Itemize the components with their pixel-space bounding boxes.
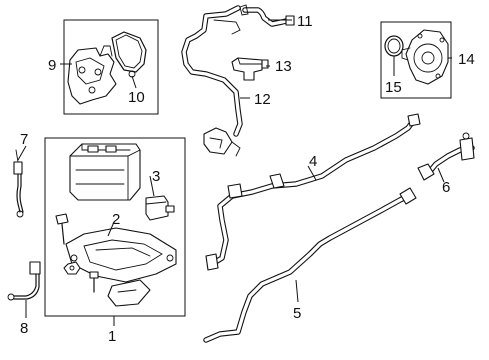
gasket-part bbox=[111, 31, 147, 78]
vapor-tube-part bbox=[205, 113, 421, 271]
sensor-wire-upper-part bbox=[13, 149, 24, 218]
callout-13: 13 bbox=[275, 58, 292, 75]
callout-11: 11 bbox=[297, 13, 313, 30]
callout-10: 10 bbox=[128, 89, 145, 106]
callout-1: 1 bbox=[108, 328, 116, 345]
leader-lines bbox=[17, 19, 452, 326]
callout-8: 8 bbox=[20, 320, 28, 337]
vacuum-hose-part bbox=[239, 4, 295, 27]
canister-assembly-frame bbox=[44, 137, 186, 317]
nut-part bbox=[63, 261, 81, 275]
callout-9: 9 bbox=[48, 57, 56, 74]
sensor-wire-lower-part bbox=[7, 261, 41, 301]
purge-valve-part bbox=[145, 195, 175, 221]
callout-2: 2 bbox=[112, 211, 120, 228]
o-ring-part bbox=[384, 35, 404, 57]
valve-cover-frame bbox=[63, 19, 159, 115]
bolt-part bbox=[55, 213, 69, 245]
bracket-part bbox=[67, 45, 117, 105]
callout-7: 7 bbox=[20, 131, 28, 148]
callout-15: 15 bbox=[385, 79, 402, 96]
callout-4: 4 bbox=[309, 153, 317, 170]
callout-5: 5 bbox=[293, 305, 301, 322]
vapor-canister-part bbox=[69, 143, 141, 201]
connector-hose-part bbox=[417, 132, 475, 181]
stud-part bbox=[89, 271, 99, 293]
vacuum-line-part bbox=[181, 5, 243, 157]
vacuum-pump-part bbox=[401, 29, 449, 85]
callout-12: 12 bbox=[254, 91, 271, 108]
sensor-part bbox=[231, 57, 269, 81]
fuel-line-part bbox=[203, 187, 417, 343]
vacuum-pump-frame bbox=[380, 21, 452, 99]
canister-bracket-part bbox=[65, 227, 177, 307]
callout-6: 6 bbox=[442, 179, 450, 196]
callout-14: 14 bbox=[458, 51, 475, 68]
callout-3: 3 bbox=[152, 168, 160, 185]
